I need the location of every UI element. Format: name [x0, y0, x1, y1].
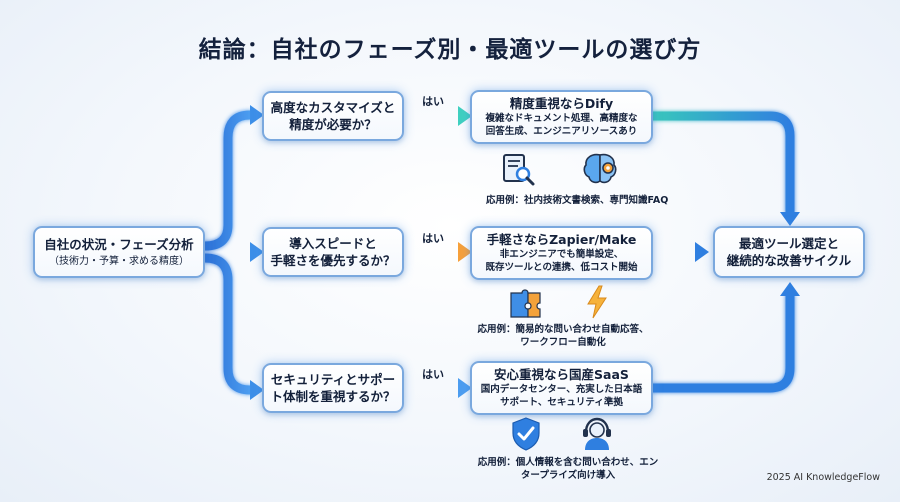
footer-credit: 2025 AI KnowledgeFlow [766, 472, 880, 483]
example-text-2: 応用例：簡易的な問い合わせ自動応答、 ワークフロー自動化 [463, 323, 663, 349]
answer-heading: 手軽さならZapier/Make [486, 232, 637, 247]
question-line: 手軽さを優先するか？ [270, 253, 396, 268]
example-line: 応用例：社内技術文書検索、専門知識FAQ [486, 195, 669, 206]
question-line: ト体制を重視するか？ [270, 389, 396, 404]
headset-support-icon [583, 417, 611, 450]
answer-description: 国内データセンター、充実した日本語 [480, 384, 643, 395]
question-line: 導入スピードと [289, 236, 377, 251]
answer-node-zapier-make: 手軽さならZapier/Make 非エンジニアでも簡単設定、 既存ツールとの連携… [470, 226, 653, 280]
example-line: 応用例：個人情報を含む問い合わせ、エン [477, 457, 659, 468]
start-node-subtitle: （技術力・予算・求める精度） [49, 255, 189, 267]
answer-description: 既存ツールとの連携、低コスト開始 [485, 262, 638, 273]
page-title: 結論：自社のフェーズ別・最適ツールの選び方 [198, 37, 702, 63]
example-line: タープライズ向け導入 [520, 470, 616, 481]
answer-node-domestic-saas: 安心重視なら国産SaaS 国内データセンター、充実した日本語 サポート、セキュリ… [470, 361, 653, 415]
yes-label-3: はい [422, 368, 444, 381]
question-node-speed: 導入スピードと 手軽さを優先するか？ [262, 227, 404, 277]
example-text-1: 応用例：社内技術文書検索、専門知識FAQ [486, 194, 668, 207]
result-node: 最適ツール選定と 継続的な改善サイクル [713, 226, 865, 278]
document-search-icon [503, 154, 535, 186]
arrow-a3-to-result [648, 291, 795, 393]
question-line: 精度が必要か？ [289, 117, 377, 132]
answer-description: 回答生成、エンジニアリソースあり [485, 126, 638, 137]
answer-description: サポート、セキュリティ準拠 [500, 397, 623, 408]
example-line: 応用例：簡易的な問い合わせ自動応答、 [477, 324, 649, 335]
start-node-title: 自社の状況・フェーズ分析 [44, 236, 194, 252]
question-node-customization: 高度なカスタマイズと 精度が必要か？ [262, 91, 404, 141]
question-line: 高度なカスタマイズと [270, 100, 396, 115]
arrow-a1-to-result [648, 111, 795, 217]
brain-gear-icon [583, 153, 617, 184]
answer-description: 複雑なドキュメント処理、高精度な [485, 113, 638, 124]
answer-node-dify: 精度重視ならDify 複雑なドキュメント処理、高精度な 回答生成、エンジニアリソ… [470, 90, 653, 144]
lightning-icon [587, 285, 607, 319]
result-node-line: 最適ツール選定と [738, 236, 839, 251]
shield-check-icon [512, 417, 540, 451]
start-node: 自社の状況・フェーズ分析 （技術力・予算・求める精度） [33, 226, 205, 278]
yes-label-1: はい [422, 95, 444, 108]
result-node-line: 継続的な改善サイクル [726, 253, 852, 268]
arrow-start-to-q3 [200, 253, 255, 395]
answer-heading: 安心重視なら国産SaaS [494, 367, 629, 382]
puzzle-icon [510, 289, 541, 318]
example-line: ワークフロー自動化 [520, 337, 606, 348]
yes-label-2: はい [422, 232, 444, 245]
answer-description: 非エンジニアでも簡単設定、 [499, 249, 624, 260]
answer-heading: 精度重視ならDify [509, 96, 614, 111]
arrow-start-to-q1 [200, 110, 255, 251]
question-line: セキュリティとサポー [270, 372, 396, 387]
example-text-3: 応用例：個人情報を含む問い合わせ、エン タープライズ向け導入 [462, 456, 674, 482]
question-node-security: セキュリティとサポー ト体制を重視するか？ [262, 363, 404, 413]
